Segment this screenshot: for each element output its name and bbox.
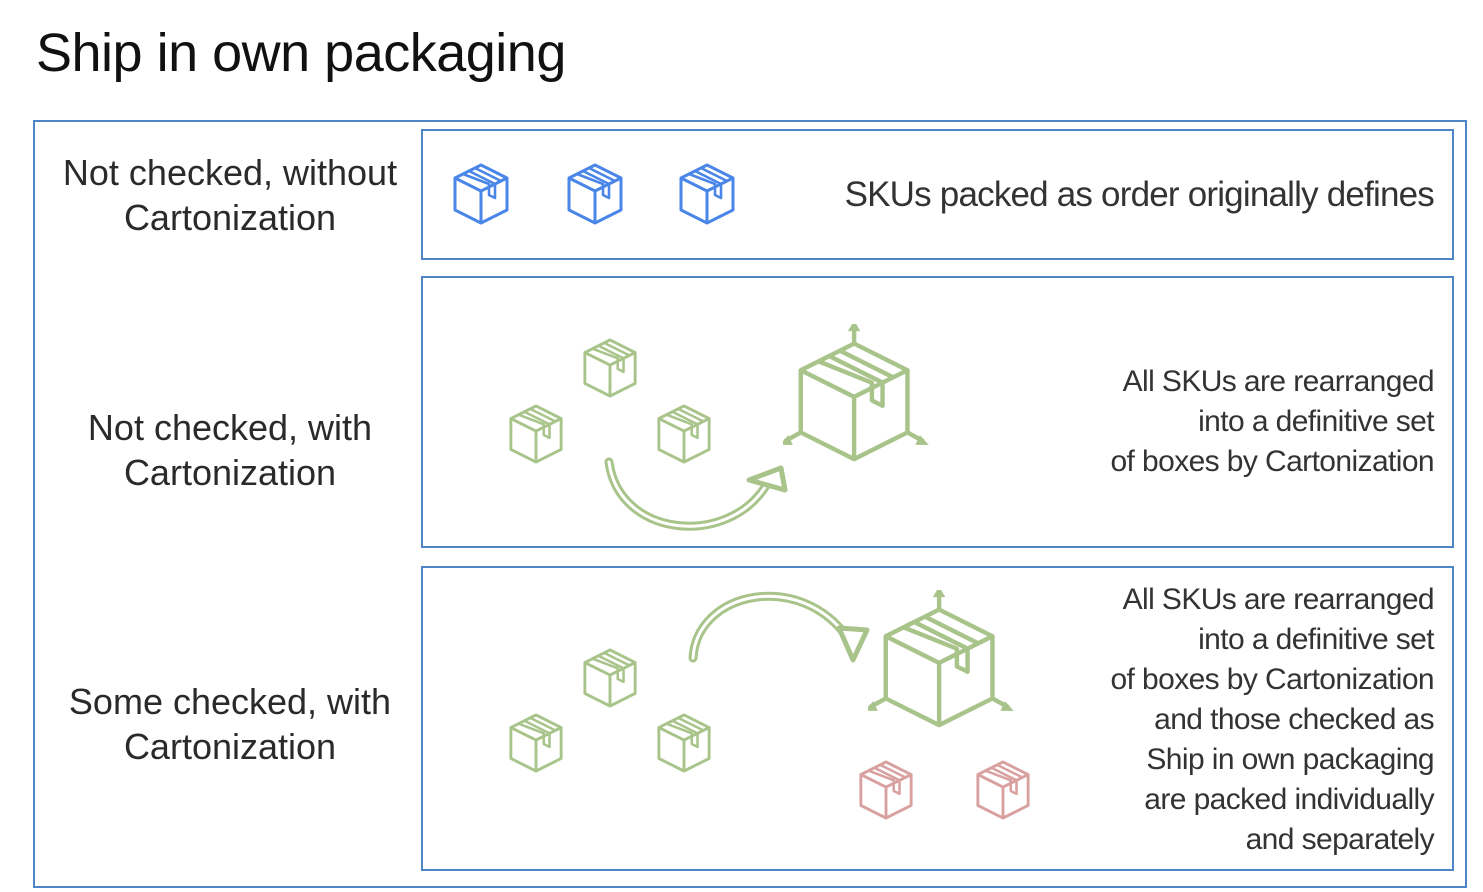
row-label-line: Some checked, with bbox=[68, 681, 392, 722]
curved-arrow-icon bbox=[604, 457, 788, 531]
description-line: of boxes by Cartonization bbox=[1110, 663, 1434, 696]
row-label-line: Not checked, without bbox=[62, 152, 398, 193]
outer-frame bbox=[33, 120, 1467, 888]
small-box-icon bbox=[507, 711, 565, 775]
description-line: and separately bbox=[1245, 823, 1435, 856]
row-label-line: Cartonization bbox=[123, 726, 337, 767]
blue-box-icon bbox=[677, 161, 737, 227]
small-box-icon bbox=[655, 402, 713, 466]
small-box-icon bbox=[655, 711, 713, 775]
description-line: are packed individually bbox=[1144, 783, 1434, 816]
description-line: into a definitive set bbox=[1198, 623, 1434, 656]
row-label-line: Not checked, with bbox=[87, 407, 373, 448]
row-label-some-checked-with: Some checked, with Cartonization bbox=[40, 679, 420, 769]
description-line: SKUs packed as order originally defines bbox=[844, 175, 1435, 214]
big-box-icon bbox=[783, 324, 943, 484]
big-box-icon bbox=[868, 590, 1028, 750]
description-line: and those checked as bbox=[1154, 703, 1434, 736]
panel-own-packaging: All SKUs are rearranged into a definitiv… bbox=[421, 566, 1454, 871]
panel-description: SKUs packed as order originally defines bbox=[844, 175, 1435, 215]
small-box-icon bbox=[507, 402, 565, 466]
own-packaging-box-icon bbox=[974, 758, 1032, 822]
blue-box-icon bbox=[565, 161, 625, 227]
curved-arrow-icon bbox=[688, 591, 870, 663]
row-label-line: Cartonization bbox=[123, 452, 337, 493]
description-line: All SKUs are rearranged bbox=[1122, 583, 1435, 616]
panel-description: All SKUs are rearranged into a definitiv… bbox=[1110, 362, 1434, 482]
description-line: of boxes by Cartonization bbox=[1110, 445, 1434, 478]
panel-cartonization: All SKUs are rearranged into a definitiv… bbox=[421, 276, 1454, 548]
description-line: Ship in own packaging bbox=[1146, 743, 1434, 776]
description-line: into a definitive set bbox=[1198, 405, 1434, 438]
panel-original-packing: SKUs packed as order originally defines bbox=[421, 129, 1454, 260]
own-packaging-box-icon bbox=[857, 758, 915, 822]
blue-box-icon bbox=[451, 161, 511, 227]
row-label-not-checked-with: Not checked, with Cartonization bbox=[40, 405, 420, 495]
description-line: All SKUs are rearranged bbox=[1122, 365, 1435, 398]
small-box-icon bbox=[581, 646, 639, 710]
page-title: Ship in own packaging bbox=[36, 23, 566, 83]
panel-description: All SKUs are rearranged into a definitiv… bbox=[1110, 580, 1434, 860]
row-label-not-checked-without: Not checked, without Cartonization bbox=[40, 150, 420, 240]
row-label-line: Cartonization bbox=[123, 197, 337, 238]
small-box-icon bbox=[581, 336, 639, 400]
